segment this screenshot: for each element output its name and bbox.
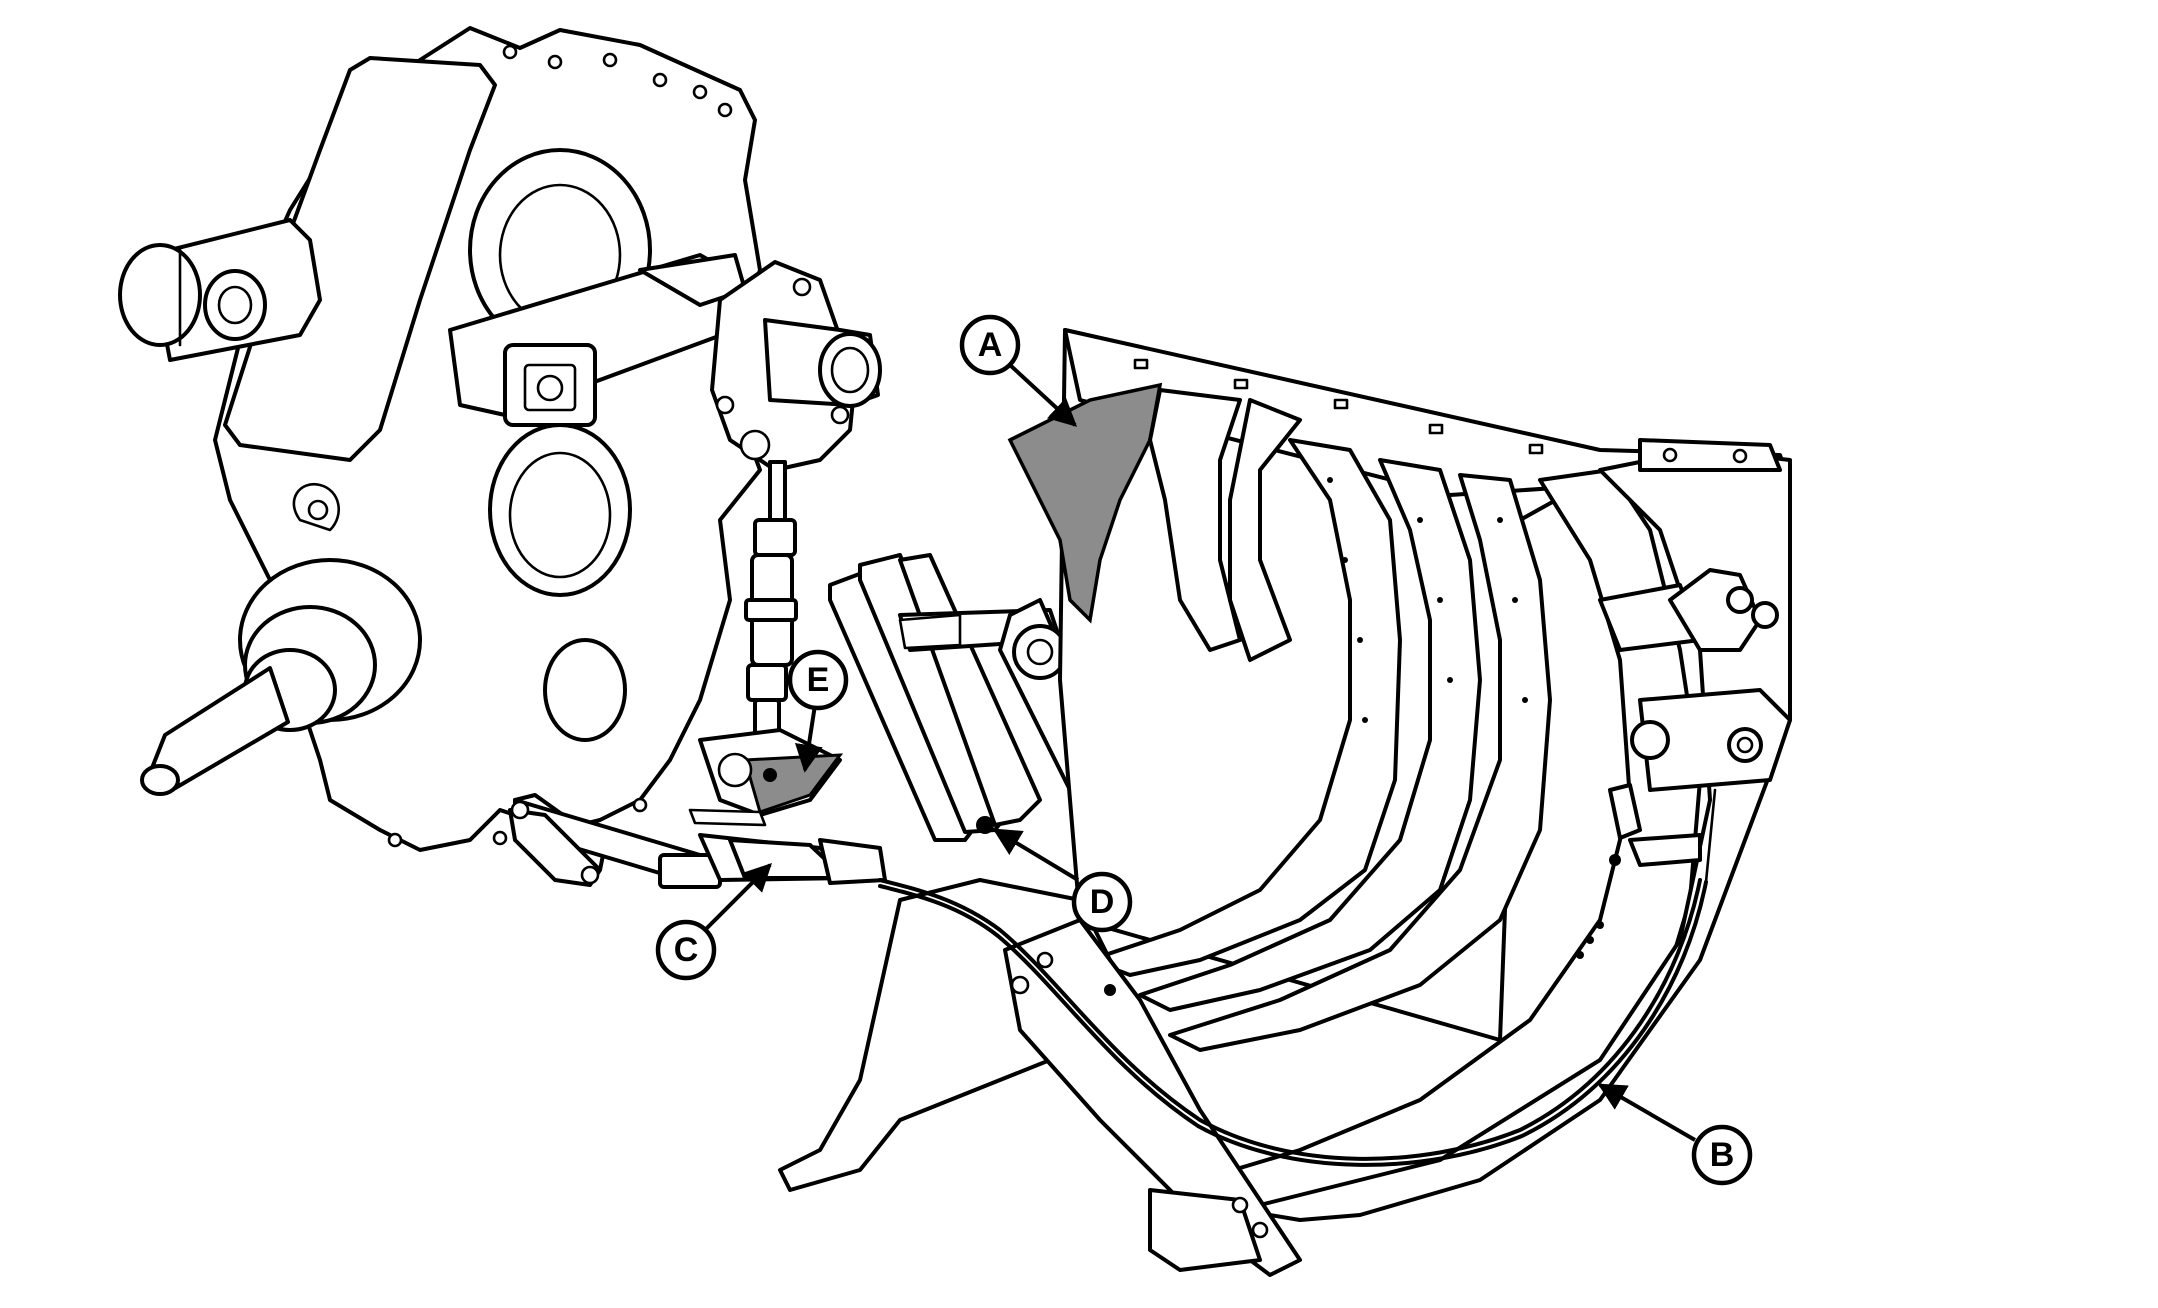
control-cable — [878, 788, 1717, 1167]
turnbuckle-rod — [744, 460, 798, 762]
callout-c-label: C — [674, 931, 699, 969]
callout-b: B — [1597, 1083, 1753, 1186]
callout-a-label: A — [978, 326, 1003, 364]
input-shaft — [140, 558, 422, 796]
callout-b-label: B — [1710, 1136, 1735, 1174]
adjuster-linkage — [1598, 568, 1792, 867]
callout-d: D — [992, 828, 1133, 933]
housing-bolts — [387, 44, 733, 848]
pipe-flange — [710, 260, 882, 472]
hydraulic-cylinder — [508, 793, 887, 889]
upper-link-arm — [448, 253, 747, 427]
concave-frame — [1007, 328, 1792, 1222]
callout-d-label: D — [1090, 883, 1115, 921]
callout-e: E — [787, 649, 849, 773]
rail-rivets — [1327, 477, 1604, 959]
callout-e-label: E — [807, 661, 830, 699]
rear-arm — [118, 218, 322, 362]
callout-a: A — [959, 314, 1078, 427]
callout-c: C — [655, 863, 772, 981]
highlight-grate-a — [1007, 382, 1163, 624]
lever-assembly — [698, 728, 844, 817]
flange-slots — [1133, 358, 1544, 455]
